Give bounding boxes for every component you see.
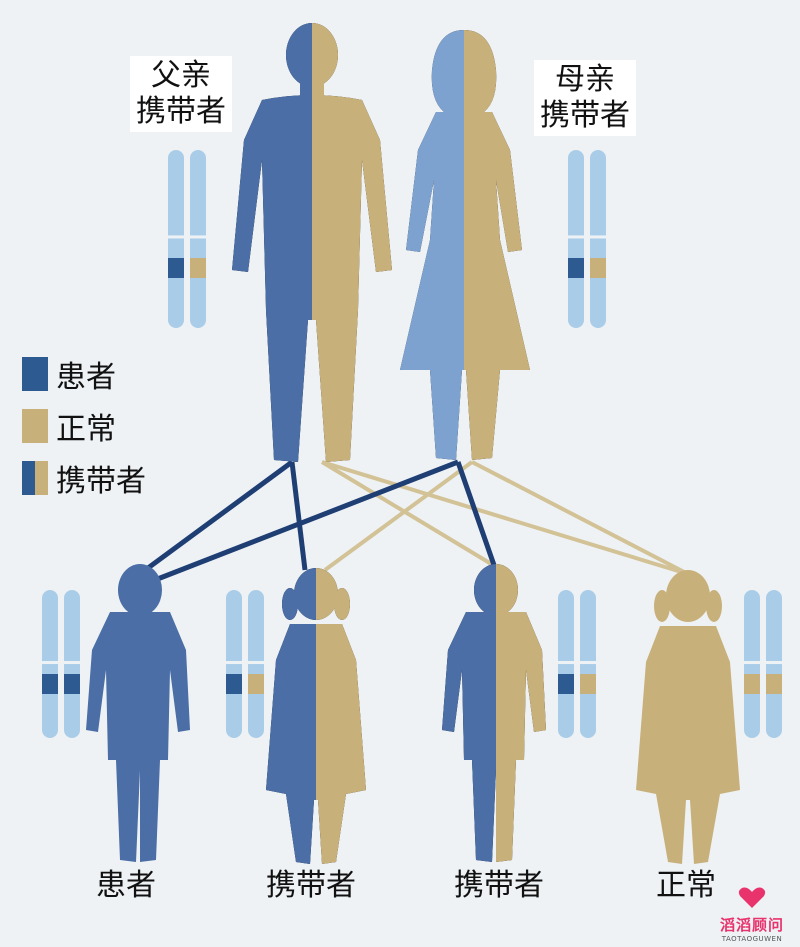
- child2-chromosomes-centromere-1: [226, 661, 242, 665]
- child3-chromosomes-centromere-1: [558, 661, 574, 665]
- legend-item-carrier: 携带者: [22, 456, 146, 500]
- child3-label: 携带者: [454, 868, 544, 903]
- mother-chromosomes-allele-band-2: [590, 258, 606, 278]
- child4-chromosomes-allele-band-2: [766, 674, 782, 694]
- inheritance-lines: [146, 459, 689, 583]
- child1-chromosomes: [42, 590, 80, 738]
- child1-chromosomes-centromere-2: [64, 661, 80, 665]
- father-label: 父亲 携带者: [130, 56, 232, 132]
- watermark-sub: TAOTAOGUWEN: [721, 935, 783, 943]
- child4-chromosomes-centromere-2: [766, 661, 782, 665]
- mother-label-line1: 母亲: [555, 62, 615, 97]
- line-father-normal-to-child4: [321, 460, 689, 576]
- father-label-line1: 父亲: [151, 58, 211, 93]
- mother-chromosomes-centromere-2: [590, 235, 606, 239]
- child2-chromosomes-centromere-2: [248, 661, 264, 665]
- line-father-affected-to-child1: [146, 459, 294, 571]
- heart-logo-icon: [738, 887, 766, 908]
- child4-chromosomes-centromere-1: [744, 661, 760, 665]
- legend-item-affected: 患者: [22, 352, 116, 396]
- line-father-normal-to-child2: [320, 460, 500, 570]
- mother-figure: [400, 30, 530, 460]
- father-chromosomes-centromere-2: [190, 235, 206, 239]
- child3-chromosomes-allele-band-2: [580, 674, 596, 694]
- father-chromosomes: [168, 150, 206, 328]
- child1-chromosomes-allele-band-1: [42, 674, 58, 694]
- child4-chromosomes: [744, 590, 782, 738]
- child2-carrier-girl: [266, 568, 366, 864]
- line-mother-normal-to-child2: [323, 460, 474, 572]
- father-chromosomes-allele-band-1: [168, 258, 184, 278]
- child1-label: 患者: [96, 868, 156, 903]
- line-father-affected-to-child2: [289, 461, 308, 571]
- child1-chromosomes-allele-band-2: [64, 674, 80, 694]
- child2-chromosomes: [226, 590, 264, 738]
- child3-carrier-boy: [442, 564, 546, 862]
- watermark-logo: 滔滔顾问 TAOTAOGUWEN: [712, 886, 792, 943]
- legend-swatch-affected: [22, 357, 48, 391]
- child2-chromosomes-allele-band-2: [248, 674, 264, 694]
- father-chromosomes-strand-1: [168, 150, 184, 328]
- child4-label: 正常: [656, 868, 716, 903]
- child3-chromosomes-allele-band-1: [558, 674, 574, 694]
- legend-item-normal: 正常: [22, 404, 116, 448]
- child4-chromosomes-allele-band-1: [744, 674, 760, 694]
- father-figure: [232, 23, 392, 462]
- child4-normal-girl: [636, 570, 740, 864]
- father-chromosomes-centromere-1: [168, 235, 184, 239]
- legend-label-affected: 患者: [56, 360, 116, 395]
- legend-label-carrier: 携带者: [56, 464, 146, 499]
- mother-chromosomes-allele-band-1: [568, 258, 584, 278]
- child1-chromosomes-centromere-1: [42, 661, 58, 665]
- father-label-line2: 携带者: [136, 94, 226, 129]
- legend-swatch-carrier: [22, 461, 48, 495]
- child3-chromosomes-centromere-2: [580, 661, 596, 665]
- line-mother-normal-to-child4: [471, 460, 689, 576]
- legend-label-normal: 正常: [56, 412, 116, 447]
- child1-affected-boy: [86, 564, 190, 862]
- mother-chromosomes-strand-2: [590, 150, 606, 328]
- father-chromosomes-allele-band-2: [190, 258, 206, 278]
- child2-label: 携带者: [266, 868, 356, 903]
- father-chromosomes-strand-2: [190, 150, 206, 328]
- child3-chromosomes: [558, 590, 596, 738]
- line-mother-affected-to-child1: [154, 459, 459, 583]
- chromosome-pairs: [42, 150, 782, 738]
- mother-chromosomes-strand-1: [568, 150, 584, 328]
- line-mother-affected-to-child3: [455, 461, 498, 569]
- mother-label-line2: 携带者: [540, 98, 630, 133]
- mother-chromosomes: [568, 150, 606, 328]
- legend-swatch-normal: [22, 409, 48, 443]
- mother-label: 母亲 携带者: [534, 60, 636, 136]
- watermark-name: 滔滔顾问: [719, 916, 784, 934]
- child2-chromosomes-allele-band-1: [226, 674, 242, 694]
- mother-chromosomes-centromere-1: [568, 235, 584, 239]
